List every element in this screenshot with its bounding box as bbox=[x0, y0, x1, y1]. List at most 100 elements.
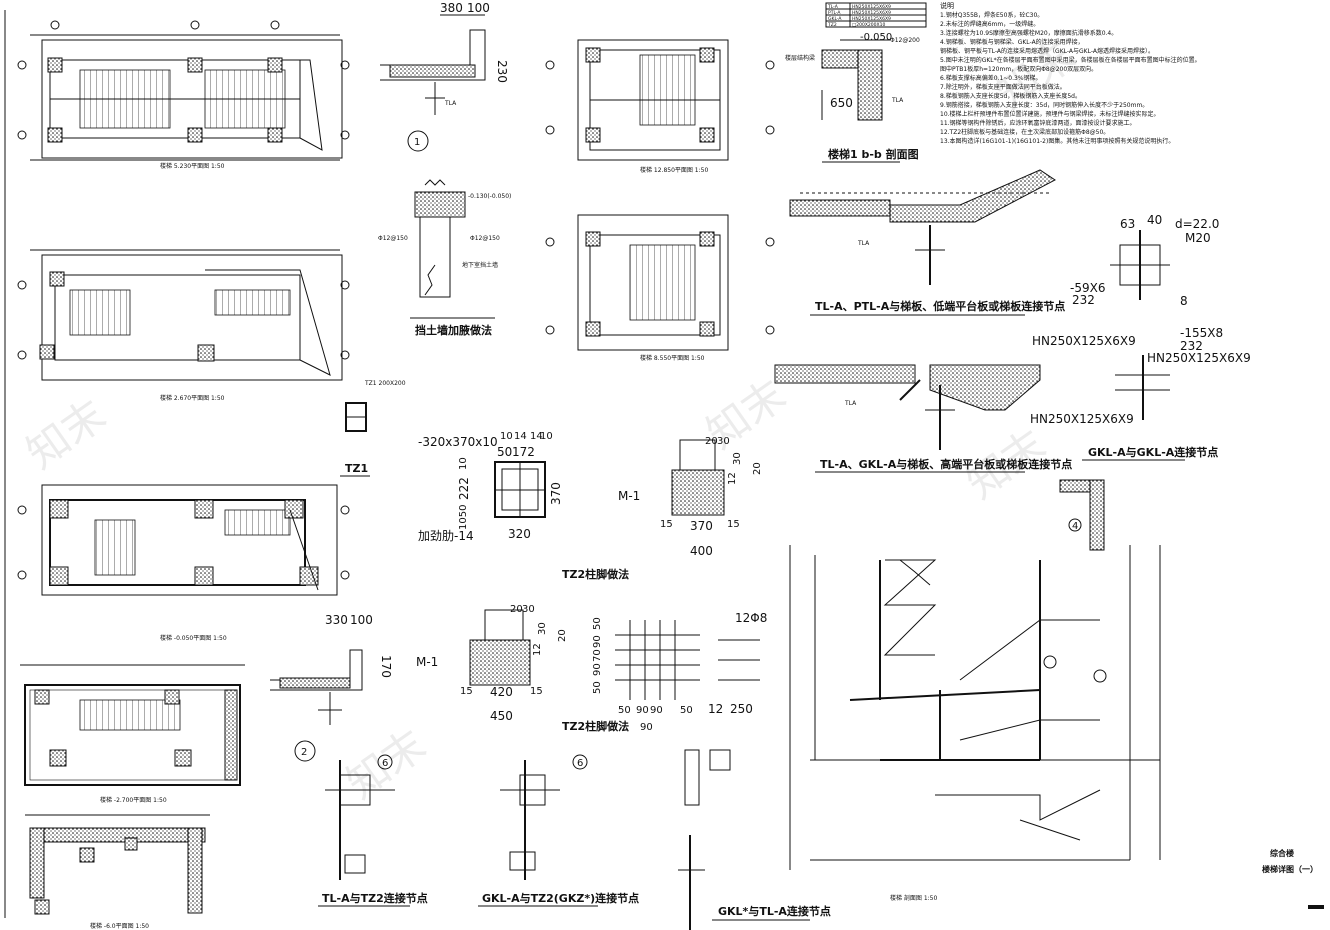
table-cell: HN250X125X6X9 bbox=[852, 4, 891, 10]
dim: 90 bbox=[592, 635, 603, 648]
dim: 14 bbox=[514, 431, 527, 442]
note-line: 3.连接螺栓为10.9S摩擦型高强螺栓M20，摩擦面抗滑移系数0.4。 bbox=[940, 29, 1117, 37]
gkl-tz2-connection: 6 GKL-A与TZ2(GKZ*)连接节点 bbox=[478, 754, 639, 907]
tl-gkl-connection: TLA TL-A、GKL-A与梯板、高端平台板或梯板连接节点 bbox=[774, 364, 1072, 473]
dim: 172 bbox=[512, 445, 535, 459]
note-line: 1.钢材Q355B，焊条E50系，砼C30。 bbox=[940, 11, 1043, 19]
plan-title: 楼梯 -6.0平面图 1:50 bbox=[90, 922, 149, 930]
rebar-label: Φ12@200 bbox=[890, 37, 920, 44]
note-line: 5.图中未注明的GKL*在各楼层平面布置图中采用梁，各楼层板在各楼层平面布置图中… bbox=[940, 56, 1201, 64]
rebar-label: 12Φ8 bbox=[735, 611, 767, 625]
table-cell: PTL-A bbox=[828, 10, 841, 16]
dim: 250 bbox=[730, 702, 753, 716]
section-label: HN250X125X6X9 bbox=[1032, 334, 1136, 348]
dim-232: 232 bbox=[1072, 293, 1095, 307]
dim-100: 100 bbox=[467, 1, 490, 15]
dim: 30 bbox=[717, 436, 730, 447]
gkl-gkl-connection: HN250X125X6X9 HN250X125X6X9 HN250X125X6X… bbox=[1030, 334, 1251, 461]
gkl-tl-connection: GKL*与TL-A连接节点 bbox=[678, 749, 831, 930]
plate-label: -320x370x10 bbox=[418, 435, 498, 449]
plan-0050: 楼梯 -0.050平面图 1:50 bbox=[17, 484, 350, 642]
rebar-column: 12Φ8 12 250 bbox=[708, 611, 767, 716]
wall-label: 地下室挡土墙 bbox=[462, 261, 498, 269]
detail-1: 380 100 230 TLA 1 bbox=[380, 1, 509, 152]
plate-size: -155X8 bbox=[1180, 326, 1223, 340]
tl-gkl-title: TL-A、GKL-A与梯板、高端平台板或梯板连接节点 bbox=[820, 457, 1072, 471]
dim-330: 330 bbox=[325, 613, 348, 627]
table-cell: HN250X125X6X9 bbox=[852, 16, 891, 22]
note-line: 12.TZ2柱脚底板与基础连接，在主次梁底部加设箍筋Φ8@50。 bbox=[940, 128, 1109, 136]
stiffener-label: 加劲肋-14 bbox=[418, 528, 474, 543]
section-label: HN250X125X6X9 bbox=[1030, 412, 1134, 426]
dim: 12 bbox=[532, 643, 543, 656]
tla-label: TLA bbox=[844, 400, 857, 407]
note-line: 2.未标注的焊缝高6mm，一级焊缝。 bbox=[940, 20, 1039, 28]
retaining-title: 挡土墙加腋做法 bbox=[415, 323, 492, 337]
plan-title: 楼梯 12.850平面图 1:50 bbox=[640, 166, 708, 174]
plan-title: 楼梯 -2.700平面图 1:50 bbox=[100, 796, 167, 804]
dim: 15 bbox=[530, 686, 543, 697]
anchor-label: M-1 bbox=[416, 655, 438, 669]
tz2-foot-b: M-1 20 30 12 30 20 15 420 15 450 TZ2柱脚做法 bbox=[416, 604, 629, 733]
dim: 10 bbox=[540, 431, 553, 442]
dim: 50 bbox=[680, 705, 693, 716]
dim: 370 bbox=[690, 519, 713, 533]
bb-section: -0.050 Φ12@200 楼层结构梁 TLA 650 楼梯1 b-b 剖面图 bbox=[785, 32, 920, 163]
dim: 70 bbox=[592, 649, 603, 662]
tz1-title: TZ1 bbox=[345, 462, 368, 475]
table-cell: GKL-A bbox=[828, 16, 842, 22]
rebar-label: Φ12@150 bbox=[470, 235, 500, 242]
base-plate-detail: -320x370x10 10 14 50 172 14 10 10 222 10… bbox=[418, 431, 563, 543]
watermark: 知末 bbox=[18, 390, 115, 478]
tz2-title: TZ2柱脚做法 bbox=[562, 719, 629, 733]
tz2-title: TZ2柱脚做法 bbox=[562, 567, 629, 581]
plan-title: 楼梯 5.230平面图 1:50 bbox=[160, 162, 225, 170]
dim: 450 bbox=[490, 709, 513, 723]
tl-tz2-title: TL-A与TZ2连接节点 bbox=[322, 891, 428, 905]
struct-label: 楼层结构梁 bbox=[785, 54, 815, 62]
dim: 20 bbox=[752, 462, 763, 475]
section-label: HN250X125X6X9 bbox=[1147, 351, 1251, 365]
note-line: 图中PTB1板厚h=120mm，板配双向Φ8@200双层双向。 bbox=[940, 65, 1097, 73]
callout-6: 6 bbox=[382, 758, 388, 769]
stair-section: 4 楼梯 剖面图 1:50 bbox=[789, 479, 1161, 902]
table-cell: TL-A bbox=[827, 4, 839, 10]
dim: 50 bbox=[497, 445, 512, 459]
plan-2670: 楼梯 2.670平面图 1:50 bbox=[17, 249, 350, 402]
callout-2: 2 bbox=[301, 747, 307, 758]
dim: 420 bbox=[490, 685, 513, 699]
note-line: 11.钢梯等钢构件除锈后，应涂环氧富锌底漆两道，面漆按设计要求施工。 bbox=[940, 119, 1136, 127]
weld-detail: 63 40 d=22.0 M20 -59X6 232 8 -155X8 232 bbox=[1070, 213, 1223, 353]
title-block: 综合楼 楼梯详图（一） bbox=[1262, 848, 1324, 909]
dim-100: 100 bbox=[350, 613, 373, 627]
dim: 15 bbox=[660, 519, 673, 530]
rebar-label: Φ12@150 bbox=[378, 235, 408, 242]
plan-8550: 楼梯 8.550平面图 1:50 bbox=[545, 214, 775, 362]
sheet-subtitle: 楼梯详图（一） bbox=[1262, 864, 1318, 874]
plan-5230: 楼梯 5.230平面图 1:50 bbox=[17, 20, 350, 170]
note-line: 6.梯板支撑标高偏差0.1~0.3%钢梯。 bbox=[940, 74, 1042, 82]
plan-title: 楼梯 8.550平面图 1:50 bbox=[640, 354, 705, 362]
dim: 90 bbox=[636, 705, 649, 716]
dim: 50 bbox=[592, 681, 603, 694]
tz1-spec: TZ1 200X200 bbox=[364, 380, 406, 387]
notes-heading: 说明 bbox=[940, 1, 954, 10]
tla-label: TLA bbox=[891, 97, 904, 104]
detail-2: 330 100 170 2 bbox=[270, 613, 393, 762]
bolt-size: M20 bbox=[1185, 231, 1211, 245]
dim-63: 63 bbox=[1120, 217, 1135, 231]
dim-650: 650 bbox=[830, 96, 853, 110]
dim: 370 bbox=[549, 482, 563, 505]
dim-8: 8 bbox=[1180, 294, 1188, 308]
dim: 20 bbox=[705, 436, 718, 447]
dim: 15 bbox=[727, 519, 740, 530]
tl-tz2-connection: 6 TL-A与TZ2连接节点 bbox=[318, 754, 428, 907]
note-line: 钢梯板、钢平板与TL-A的连接采用熔透焊（GKL-A与GKL-A熔透焊接采用焊接… bbox=[940, 47, 1154, 55]
table-cell: HN250X125X6X9 bbox=[852, 10, 891, 16]
table-cell: TZ2 bbox=[827, 22, 837, 28]
dim: 320 bbox=[508, 527, 531, 541]
retaining-wall-detail: -0.130(-0.050) Φ12@150 Φ12@150 地下室挡土墙 挡土… bbox=[378, 179, 511, 337]
general-notes: 说明 1.钢材Q355B，焊条E50系，砼C30。 2.未标注的焊缝高6mm，一… bbox=[940, 1, 1201, 145]
tl-ptl-connection: TLA TL-A、PTL-A与梯板、低端平台板或梯板连接节点 bbox=[789, 169, 1065, 316]
gkl-gkl-title: GKL-A与GKL-A连接节点 bbox=[1088, 445, 1218, 459]
